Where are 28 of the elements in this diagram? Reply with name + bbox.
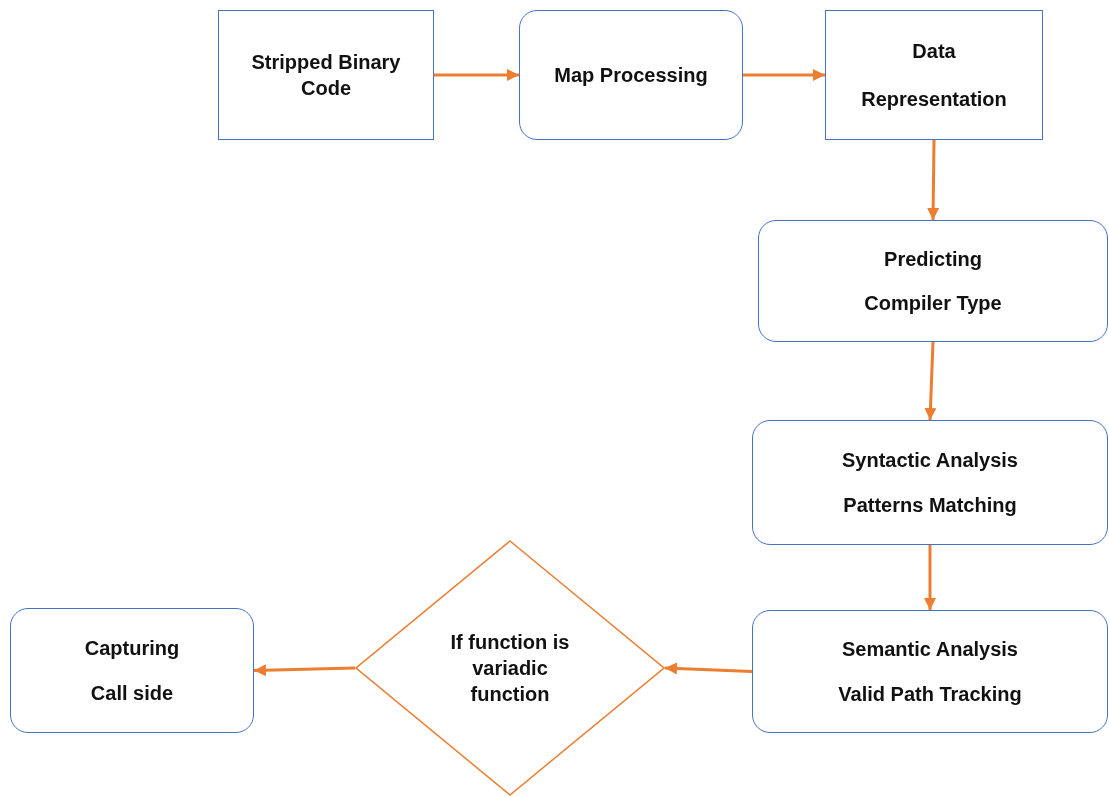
arrow xyxy=(664,662,753,675)
arrow xyxy=(924,341,937,421)
arrow xyxy=(743,69,825,81)
decision-diamond xyxy=(355,540,665,796)
process-box xyxy=(218,10,434,140)
node-label: Stripped Binary Code xyxy=(250,50,402,101)
arrow xyxy=(927,139,940,221)
node-label: Map Processing xyxy=(554,63,708,88)
node-label: Representation xyxy=(861,86,1007,112)
node-label: Predicting xyxy=(884,246,982,272)
node-label: Semantic Analysis xyxy=(842,637,1018,662)
process-box xyxy=(752,420,1108,545)
arrow xyxy=(924,545,936,610)
arrow xyxy=(253,664,356,677)
node-label: If function is variadic function xyxy=(449,630,571,707)
process-box xyxy=(758,220,1108,342)
node-label: Syntactic Analysis xyxy=(842,447,1018,473)
node-label: Compiler Type xyxy=(864,291,1002,317)
node-label: Valid Path Tracking xyxy=(838,682,1022,707)
node-label: Capturing xyxy=(84,635,180,661)
node-label: Patterns Matching xyxy=(843,493,1017,519)
node-label: Call side xyxy=(90,681,174,707)
node-label: Data xyxy=(912,39,956,65)
process-box xyxy=(519,10,743,140)
process-box xyxy=(825,10,1043,140)
arrow xyxy=(434,69,519,81)
process-box xyxy=(10,608,254,733)
process-box xyxy=(752,610,1108,733)
